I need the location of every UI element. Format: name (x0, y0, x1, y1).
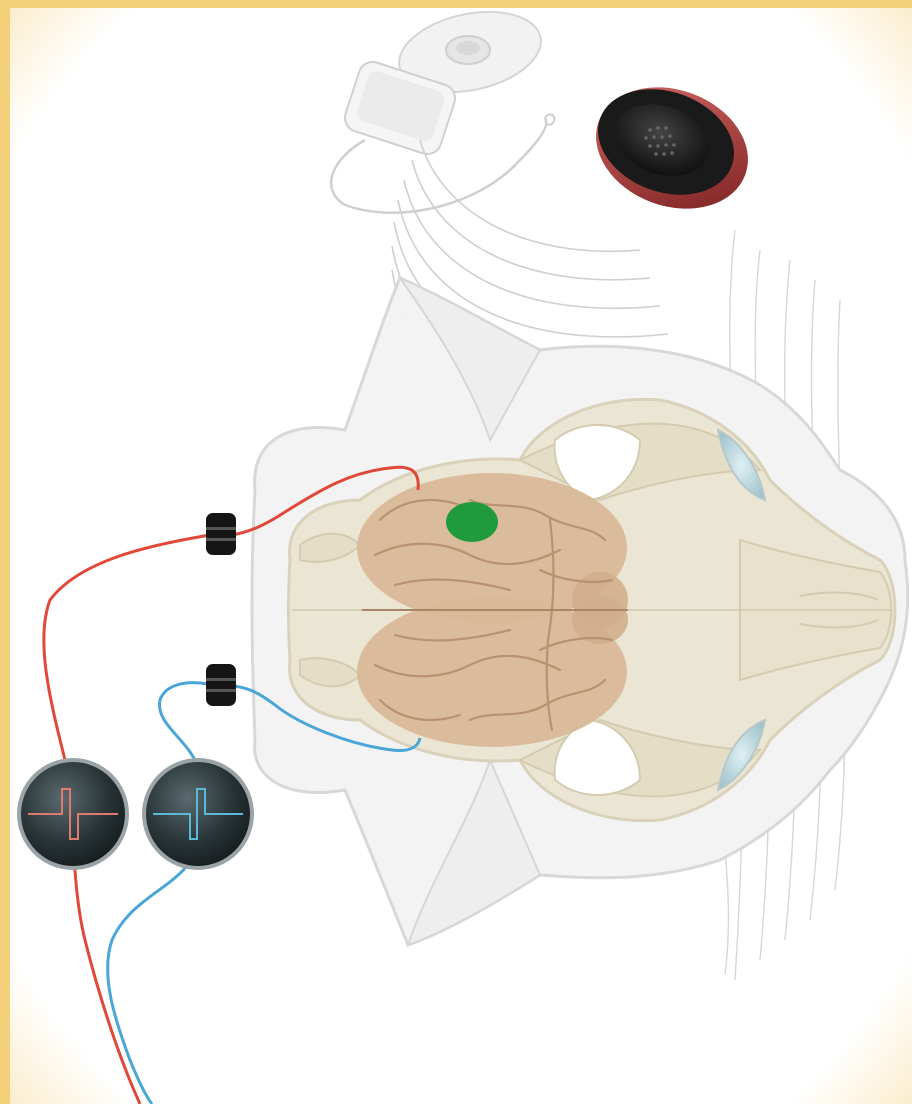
oscilloscope-icon (17, 758, 129, 870)
oscilloscope-icon (142, 758, 254, 870)
auditory-cortex-marker (446, 502, 498, 542)
electrode-connector-icon (206, 664, 236, 706)
electrode-connector-icon (206, 513, 236, 555)
